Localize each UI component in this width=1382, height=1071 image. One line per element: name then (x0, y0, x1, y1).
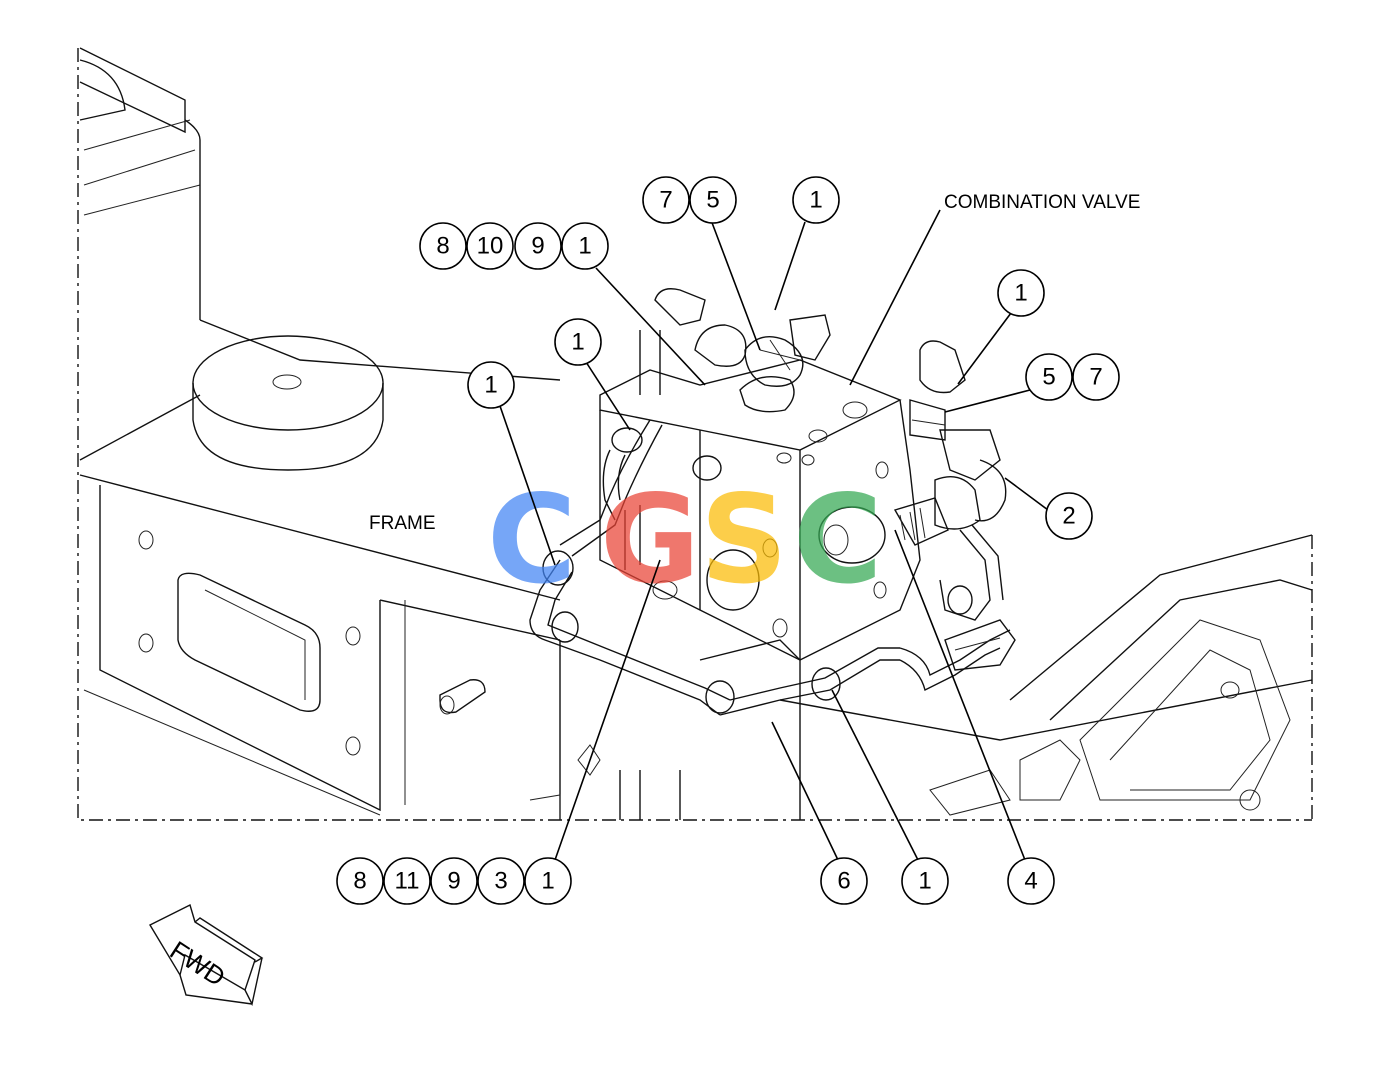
watermark-letter-4: C (793, 469, 883, 611)
callout-left-1b: 1 (467, 361, 515, 409)
svg-text:11: 11 (395, 868, 420, 895)
svg-text:6: 6 (837, 868, 850, 895)
svg-text:10: 10 (477, 233, 504, 260)
callout-left-1a: 1 (554, 318, 602, 366)
svg-text:7: 7 (1089, 364, 1102, 391)
svg-text:8: 8 (436, 233, 449, 260)
svg-text:4: 4 (1024, 868, 1037, 895)
callout-right-7: 7 (1072, 353, 1120, 401)
callout-top-7: 7 (642, 176, 690, 224)
combination-valve-label: COMBINATION VALVE (944, 192, 1140, 213)
svg-text:9: 9 (447, 868, 460, 895)
svg-text:3: 3 (494, 868, 507, 895)
svg-text:1: 1 (541, 868, 554, 895)
callout-bottom-9: 9 (430, 857, 478, 905)
svg-text:1: 1 (1014, 280, 1027, 307)
svg-text:1: 1 (578, 233, 591, 260)
callout-bottom-4: 4 (1007, 857, 1055, 905)
callout-right-2: 2 (1045, 492, 1093, 540)
fwd-label: FWD (165, 935, 231, 992)
callout-group-9: 9 (514, 222, 562, 270)
svg-text:8: 8 (353, 868, 366, 895)
svg-text:7: 7 (659, 187, 672, 214)
callout-bottom-3: 3 (477, 857, 525, 905)
svg-text:1: 1 (918, 868, 931, 895)
svg-text:1: 1 (809, 187, 822, 214)
frame-line-art (79, 47, 1313, 820)
svg-text:5: 5 (1042, 364, 1055, 391)
watermark: C G S C (487, 469, 883, 611)
callout-group-8: 8 (419, 222, 467, 270)
callout-bottom-8: 8 (336, 857, 384, 905)
svg-text:5: 5 (706, 187, 719, 214)
callout-bottom-6: 6 (820, 857, 868, 905)
svg-text:1: 1 (484, 372, 497, 399)
svg-text:2: 2 (1062, 503, 1075, 530)
callout-top-1: 1 (792, 176, 840, 224)
callout-group-1: 1 (561, 222, 609, 270)
fwd-arrow-icon: FWD (149, 903, 264, 1007)
watermark-letter-3: S (700, 469, 788, 611)
watermark-letter-1: C (487, 469, 577, 611)
callout-right-1: 1 (997, 269, 1045, 317)
callout-bottom-1: 1 (524, 857, 572, 905)
callout-bottom-11: 11 (383, 857, 431, 905)
callout-right-5: 5 (1025, 353, 1073, 401)
svg-text:9: 9 (531, 233, 544, 260)
frame-label: FRAME (369, 513, 436, 534)
callout-top-5: 5 (689, 176, 737, 224)
view-boundary (77, 48, 1313, 821)
svg-text:1: 1 (571, 329, 584, 356)
combination-valve-block (529, 288, 1016, 716)
callout-group-10: 10 (466, 222, 514, 270)
callout-bottom-1b: 1 (901, 857, 949, 905)
leader-lines (499, 209, 1049, 861)
